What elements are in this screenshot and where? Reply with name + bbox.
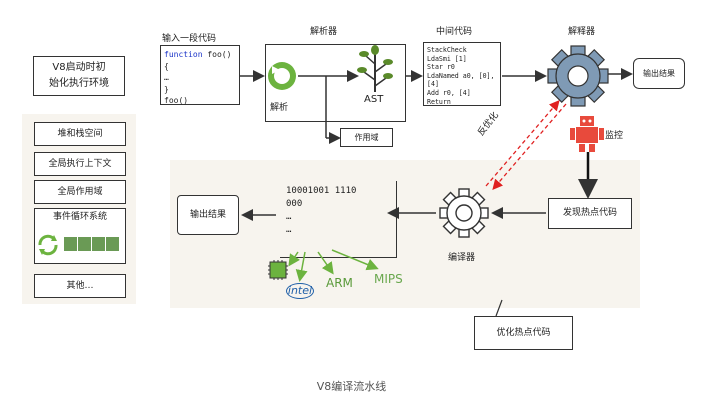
task-block: [92, 237, 105, 251]
optimize-callout-pointer: [495, 299, 503, 317]
arrow-to-intel: [295, 251, 308, 282]
cycle-icon: [38, 234, 58, 256]
machine-code-line: …: [286, 225, 292, 235]
monitor-label: 监控: [605, 131, 624, 141]
bytecode-line: LdaNamed a0, [0], [4]: [427, 71, 495, 89]
compiler-gear-icon: [439, 188, 489, 238]
ast-tree-icon: [357, 45, 393, 92]
mips-label: MIPS: [374, 272, 403, 286]
bytecode-box: StackCheck LdaSmi [1] Star r0 LdaNamed a…: [423, 42, 501, 106]
compiler-label: 编译器: [448, 253, 476, 263]
code-line-4: foo(): [164, 96, 189, 105]
bytecode-line: Add r0, [4]: [427, 88, 471, 97]
ast-label: AST: [364, 94, 384, 105]
scope-box: 作用域: [340, 128, 393, 147]
code-line-1: function foo() {: [164, 49, 236, 72]
arrow-to-mips: [331, 249, 379, 271]
bytecode-line: LdaSmi [1]: [427, 54, 467, 63]
init-title-line2: 始化执行环境: [49, 78, 109, 89]
bytecode-title: 中间代码: [436, 27, 473, 37]
task-block: [106, 237, 119, 251]
compiler-output-box: 输出结果: [177, 195, 239, 235]
robot-monitor-icon: [570, 116, 604, 152]
function-signature: foo() {: [164, 50, 232, 71]
input-code-title: 输入一段代码: [162, 34, 217, 44]
interpreter-output-box: 输出结果: [633, 58, 685, 89]
interpreter-title: 解释器: [568, 27, 596, 37]
optimize-hot-code-box: 优化热点代码: [474, 316, 573, 350]
cpu-chip-icon: [268, 260, 288, 280]
arrow-to-chip: [288, 251, 300, 267]
arm-label: ARM: [326, 276, 353, 290]
machine-code-line: 000: [286, 199, 303, 209]
deopt-arrow-down: [492, 103, 567, 190]
env-item-other: 其他…: [34, 274, 126, 298]
init-environment-title: V8启动时初 始化执行环境: [33, 56, 125, 96]
env-item-global-scope: 全局作用域: [34, 180, 126, 204]
compiler-area-panel: [170, 160, 640, 308]
bytecode-line: Star r0: [427, 63, 455, 72]
interpreter-gear-icon: [547, 45, 609, 107]
event-loop-graphic: [38, 234, 119, 256]
figure-caption: V8编译流水线: [316, 380, 387, 393]
hot-code-box: 发现热点代码: [548, 198, 632, 229]
init-title-line1: V8启动时初: [52, 62, 106, 73]
function-keyword: function: [164, 50, 203, 59]
machine-code-box: 10001001 1110 000 … …: [280, 181, 397, 258]
machine-code-line: …: [286, 212, 292, 222]
parser-title: 解析器: [310, 27, 338, 37]
task-block: [78, 237, 91, 251]
parse-cycle-icon: [268, 62, 296, 90]
bytecode-line: Return: [427, 97, 451, 106]
env-item-global-context: 全局执行上下文: [34, 152, 126, 176]
task-block: [64, 237, 77, 251]
event-loop-label: 事件循环系统: [52, 212, 107, 222]
env-item-heap-stack: 堆和栈空间: [34, 122, 126, 146]
arrow-to-arm: [317, 251, 334, 275]
parse-label: 解析: [270, 103, 289, 113]
input-code-box: function foo() { … } foo(): [160, 45, 240, 105]
intel-logo: intel: [286, 283, 314, 299]
code-line-2: …: [164, 73, 169, 82]
bytecode-line: StackCheck: [427, 46, 467, 54]
machine-code-line: 10001001 1110: [286, 186, 357, 196]
deopt-arrow-up: [485, 100, 560, 187]
code-line-3: }: [164, 84, 169, 94]
